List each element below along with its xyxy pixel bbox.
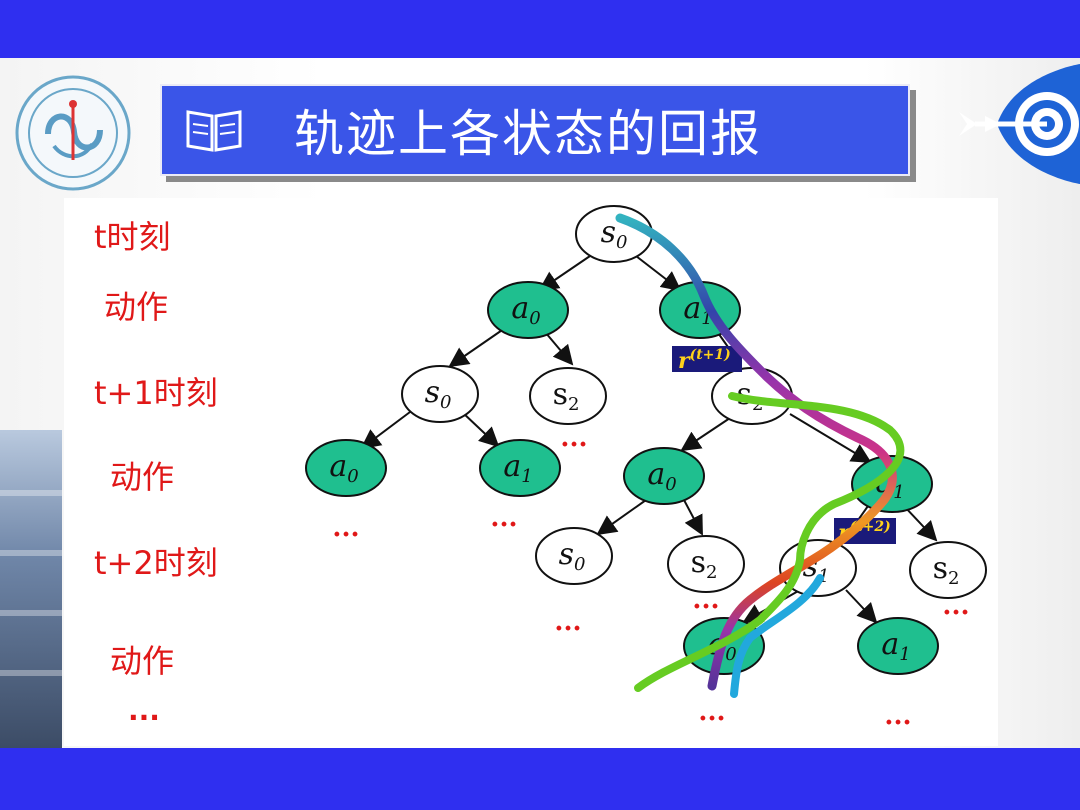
- action-node: [305, 439, 387, 497]
- action-node: [857, 617, 939, 675]
- green-curve: [634, 392, 905, 692]
- row-label-action-1: 动作: [104, 288, 169, 326]
- reward-label-t1: r(t+1): [672, 346, 742, 374]
- target-arrow-icon: [959, 64, 1080, 184]
- ellipsis: ...: [884, 701, 911, 731]
- node-label: s2: [933, 551, 960, 589]
- ellipsis: ...: [554, 607, 581, 637]
- ellipsis: ...: [942, 591, 969, 621]
- node-label: a1: [881, 627, 910, 665]
- action-node: [487, 281, 569, 339]
- svg-text:r(t+1): r(t+1): [678, 347, 731, 374]
- node-label: a0: [329, 449, 358, 487]
- row-label-t2: t+2时刻: [94, 544, 218, 582]
- row-label-action-2: 动作: [110, 458, 175, 496]
- state-node: [667, 535, 745, 593]
- state-node: [535, 527, 613, 585]
- state-node: [401, 365, 479, 423]
- building-photo: [0, 430, 62, 748]
- blue-curve: [730, 574, 824, 698]
- node-label: s0: [559, 537, 586, 575]
- page-title: 轨迹上各状态的回报: [294, 105, 762, 163]
- row-label-t: t时刻: [94, 218, 171, 256]
- ellipsis: ...: [490, 503, 517, 533]
- node-label: a1: [503, 449, 532, 487]
- node-label: s0: [425, 375, 452, 413]
- title-banner: 轨迹上各状态的回报: [160, 84, 910, 176]
- ellipsis: ...: [560, 423, 587, 453]
- node-label: s2: [553, 377, 580, 415]
- state-node: [529, 367, 607, 425]
- state-node: [909, 541, 987, 599]
- node-label: s0: [601, 215, 628, 253]
- action-node: [479, 439, 561, 497]
- node-label: a0: [511, 291, 540, 329]
- node-label: a1: [683, 291, 712, 329]
- action-node: [623, 447, 705, 505]
- trajectory-stroke: [615, 213, 897, 691]
- top-band: [0, 0, 1080, 58]
- ellipsis: ...: [692, 585, 719, 615]
- book-icon: [186, 110, 242, 152]
- node-label: s2: [691, 545, 718, 583]
- ellipsis: ...: [698, 697, 725, 727]
- school-logo-icon: [15, 75, 131, 191]
- bottom-band: [0, 748, 1080, 810]
- node-label: a0: [647, 457, 676, 495]
- ellipsis: ...: [332, 513, 359, 543]
- row-label-action-3: 动作: [110, 642, 175, 680]
- row-label-ellipsis: ...: [128, 694, 160, 727]
- row-label-t1: t+1时刻: [94, 374, 218, 412]
